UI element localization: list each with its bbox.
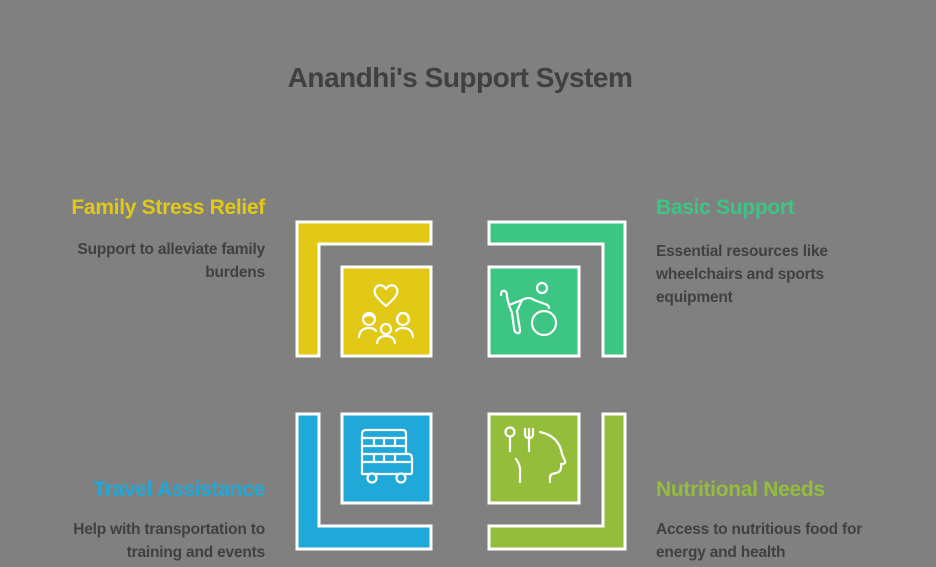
desc-line: burdens	[205, 264, 265, 281]
desc-line: Access to nutritious food for	[656, 521, 863, 538]
green-icon-tile	[487, 265, 581, 358]
yellow-icon-tile	[340, 265, 433, 358]
desc-family-stress-relief: Support to alleviate family burdens	[5, 238, 265, 284]
label-travel-assistance: Travel Assistance	[93, 478, 265, 501]
diagram-title: Anandhi's Support System	[287, 62, 633, 93]
wheelchair-athlete-icon	[489, 267, 579, 356]
desc-line: Help with transportation to	[73, 521, 265, 538]
green-corner-bracket	[487, 220, 627, 358]
label-basic-support: Basic Support	[656, 196, 795, 219]
blue-corner-bracket	[295, 412, 433, 551]
family-heart-icon	[342, 267, 431, 356]
double-decker-bus-icon	[342, 414, 431, 503]
desc-line: wheelchairs and sports	[656, 266, 824, 283]
head-with-utensils-icon	[489, 414, 579, 503]
desc-line: Essential resources like	[656, 243, 828, 260]
desc-basic-support: Essential resources like wheelchairs and…	[656, 240, 916, 309]
desc-line: training and events	[126, 544, 266, 561]
yellow-corner-bracket	[295, 220, 433, 358]
lime-corner-bracket	[487, 412, 627, 551]
desc-line: Support to alleviate family	[77, 241, 265, 258]
desc-nutritional-needs: Access to nutritious food for energy and…	[656, 518, 926, 564]
desc-line: energy and health	[656, 544, 786, 561]
blue-icon-tile	[340, 412, 433, 505]
desc-line: equipment	[656, 289, 733, 306]
label-family-stress-relief: Family Stress Relief	[71, 196, 265, 219]
desc-travel-assistance: Help with transportation to training and…	[5, 518, 265, 564]
label-nutritional-needs: Nutritional Needs	[656, 478, 825, 501]
